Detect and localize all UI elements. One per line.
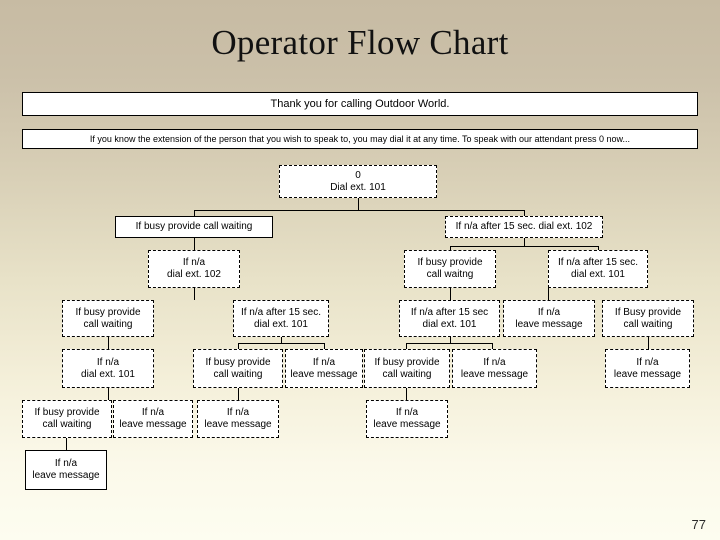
node-l3e-line2: call waiting bbox=[623, 318, 673, 330]
greeting-banner: Thank you for calling Outdoor World. bbox=[22, 92, 698, 116]
node-l5b[interactable]: If n/a leave message bbox=[113, 400, 193, 438]
node-l4c-line2: leave message bbox=[290, 368, 358, 380]
node-l6a-line1: If n/a bbox=[54, 458, 78, 469]
node-l4e[interactable]: If n/a leave message bbox=[452, 349, 537, 388]
node-l3a-line1: If busy provide bbox=[75, 306, 141, 318]
node-l5b-line2: leave message bbox=[119, 419, 187, 430]
connector-l2a-stem bbox=[194, 288, 195, 300]
node-l1b[interactable]: If n/a after 15 sec. dial ext. 102 bbox=[445, 216, 603, 238]
node-l2b-line1: If busy provide bbox=[417, 257, 483, 268]
connector-l1b-bus bbox=[450, 246, 598, 247]
node-root-line2: Dial ext. 101 bbox=[330, 181, 386, 193]
node-l5a[interactable]: If busy provide call waiting bbox=[22, 400, 112, 438]
node-root[interactable]: 0 Dial ext. 101 bbox=[279, 165, 437, 198]
connector-l4b-stem bbox=[238, 388, 239, 400]
node-l3a[interactable]: If busy provide call waiting bbox=[62, 300, 154, 337]
node-l4e-line2: leave message bbox=[460, 368, 529, 380]
connector-l3e-stem bbox=[648, 337, 649, 349]
node-l5c-line2: leave message bbox=[204, 419, 272, 430]
node-l4d-line1: If busy provide bbox=[374, 356, 440, 368]
connector-l3b-bus bbox=[238, 343, 324, 344]
node-l4a-line2: dial ext. 101 bbox=[81, 368, 135, 380]
node-l2c-line2: dial ext. 101 bbox=[571, 269, 625, 280]
node-l4c[interactable]: If n/a leave message bbox=[285, 349, 363, 388]
connector-l3b-stem bbox=[281, 337, 282, 343]
node-l3b[interactable]: If n/a after 15 sec. dial ext. 101 bbox=[233, 300, 329, 337]
node-l4d[interactable]: If busy provide call waiting bbox=[364, 349, 450, 388]
node-l3d-line1: If n/a bbox=[537, 306, 561, 318]
node-l6a[interactable]: If n/a leave message bbox=[25, 450, 107, 490]
node-l4c-line1: If n/a bbox=[312, 356, 336, 368]
node-l3c-line2: dial ext. 101 bbox=[422, 318, 477, 330]
connector-to-l4b bbox=[238, 343, 239, 349]
connector-l3c-stem bbox=[450, 337, 451, 343]
connector-l4d-stem bbox=[406, 388, 407, 400]
connector-l2c-stem bbox=[548, 288, 549, 300]
connector-to-l2c bbox=[598, 246, 599, 250]
node-l4a-line1: If n/a bbox=[96, 356, 120, 368]
node-l2b-line2: call waitng bbox=[426, 269, 474, 280]
node-l3c-line1: If n/a after 15 sec bbox=[410, 306, 489, 318]
connector-l3a-stem bbox=[108, 337, 109, 349]
node-l6a-line2: leave message bbox=[32, 470, 100, 481]
node-l3c[interactable]: If n/a after 15 sec dial ext. 101 bbox=[399, 300, 500, 337]
node-l4a[interactable]: If n/a dial ext. 101 bbox=[62, 349, 154, 388]
page-number: 77 bbox=[691, 517, 706, 532]
node-l1b-line1: If n/a after 15 sec. dial ext. 102 bbox=[455, 221, 593, 232]
node-l4b[interactable]: If busy provide call waiting bbox=[193, 349, 283, 388]
node-l4b-line1: If busy provide bbox=[205, 356, 271, 368]
node-l1a[interactable]: If busy provide call waiting bbox=[115, 216, 273, 238]
connector-to-l4d bbox=[406, 343, 407, 349]
node-l5c-line1: If n/a bbox=[226, 407, 250, 418]
connector-l1a-stem bbox=[194, 238, 195, 250]
node-l3b-line2: dial ext. 101 bbox=[254, 318, 308, 330]
node-l2a-line1: If n/a bbox=[182, 257, 206, 268]
connector-root-stem bbox=[358, 198, 359, 210]
node-l5d-line1: If n/a bbox=[395, 407, 419, 418]
connector-to-l4e bbox=[492, 343, 493, 349]
node-l5a-line1: If busy provide bbox=[34, 407, 100, 418]
page-title: Operator Flow Chart bbox=[211, 23, 509, 62]
node-l3d[interactable]: If n/a leave message bbox=[503, 300, 595, 337]
node-l5d[interactable]: If n/a leave message bbox=[366, 400, 448, 438]
connector-root-bus bbox=[194, 210, 524, 211]
node-l3b-line1: If n/a after 15 sec. bbox=[240, 306, 322, 318]
node-l4f-line1: If n/a bbox=[636, 356, 659, 368]
instruction-banner: If you know the extension of the person … bbox=[22, 129, 698, 149]
node-l2c-line1: If n/a after 15 sec. bbox=[557, 257, 639, 268]
node-l3a-line2: call waiting bbox=[83, 318, 133, 330]
node-l4b-line2: call waiting bbox=[213, 368, 263, 380]
node-root-line1: 0 bbox=[355, 169, 361, 181]
node-l4d-line2: call waiting bbox=[382, 368, 432, 380]
connector-to-l1b bbox=[524, 210, 525, 216]
node-l5a-line2: call waiting bbox=[42, 419, 92, 430]
node-l2a[interactable]: If n/a dial ext. 102 bbox=[148, 250, 240, 288]
node-l4f[interactable]: If n/a leave message bbox=[605, 349, 690, 388]
node-l1a-line1: If busy provide call waiting bbox=[135, 221, 253, 232]
connector-l2b-stem bbox=[450, 288, 451, 300]
connector-to-l1a bbox=[194, 210, 195, 216]
node-l2c[interactable]: If n/a after 15 sec. dial ext. 101 bbox=[548, 250, 648, 288]
node-l5d-line2: leave message bbox=[373, 419, 441, 430]
connector-l1b-stem bbox=[524, 238, 525, 246]
connector-to-l2b bbox=[450, 246, 451, 250]
node-l2b[interactable]: If busy provide call waitng bbox=[404, 250, 496, 288]
connector-l5a-stem bbox=[66, 438, 67, 450]
node-l3d-line2: leave message bbox=[515, 318, 583, 330]
node-l5c[interactable]: If n/a leave message bbox=[197, 400, 279, 438]
node-l5b-line1: If n/a bbox=[141, 407, 165, 418]
node-l4f-line2: leave message bbox=[613, 368, 682, 380]
node-l3e-line1: If Busy provide bbox=[614, 306, 682, 318]
node-l2a-line2: dial ext. 102 bbox=[167, 269, 221, 280]
node-l4e-line1: If n/a bbox=[483, 356, 506, 368]
connector-l4a-stem bbox=[108, 388, 109, 400]
connector-l3c-bus bbox=[406, 343, 492, 344]
connector-to-l4c bbox=[324, 343, 325, 349]
node-l3e[interactable]: If Busy provide call waiting bbox=[602, 300, 694, 337]
